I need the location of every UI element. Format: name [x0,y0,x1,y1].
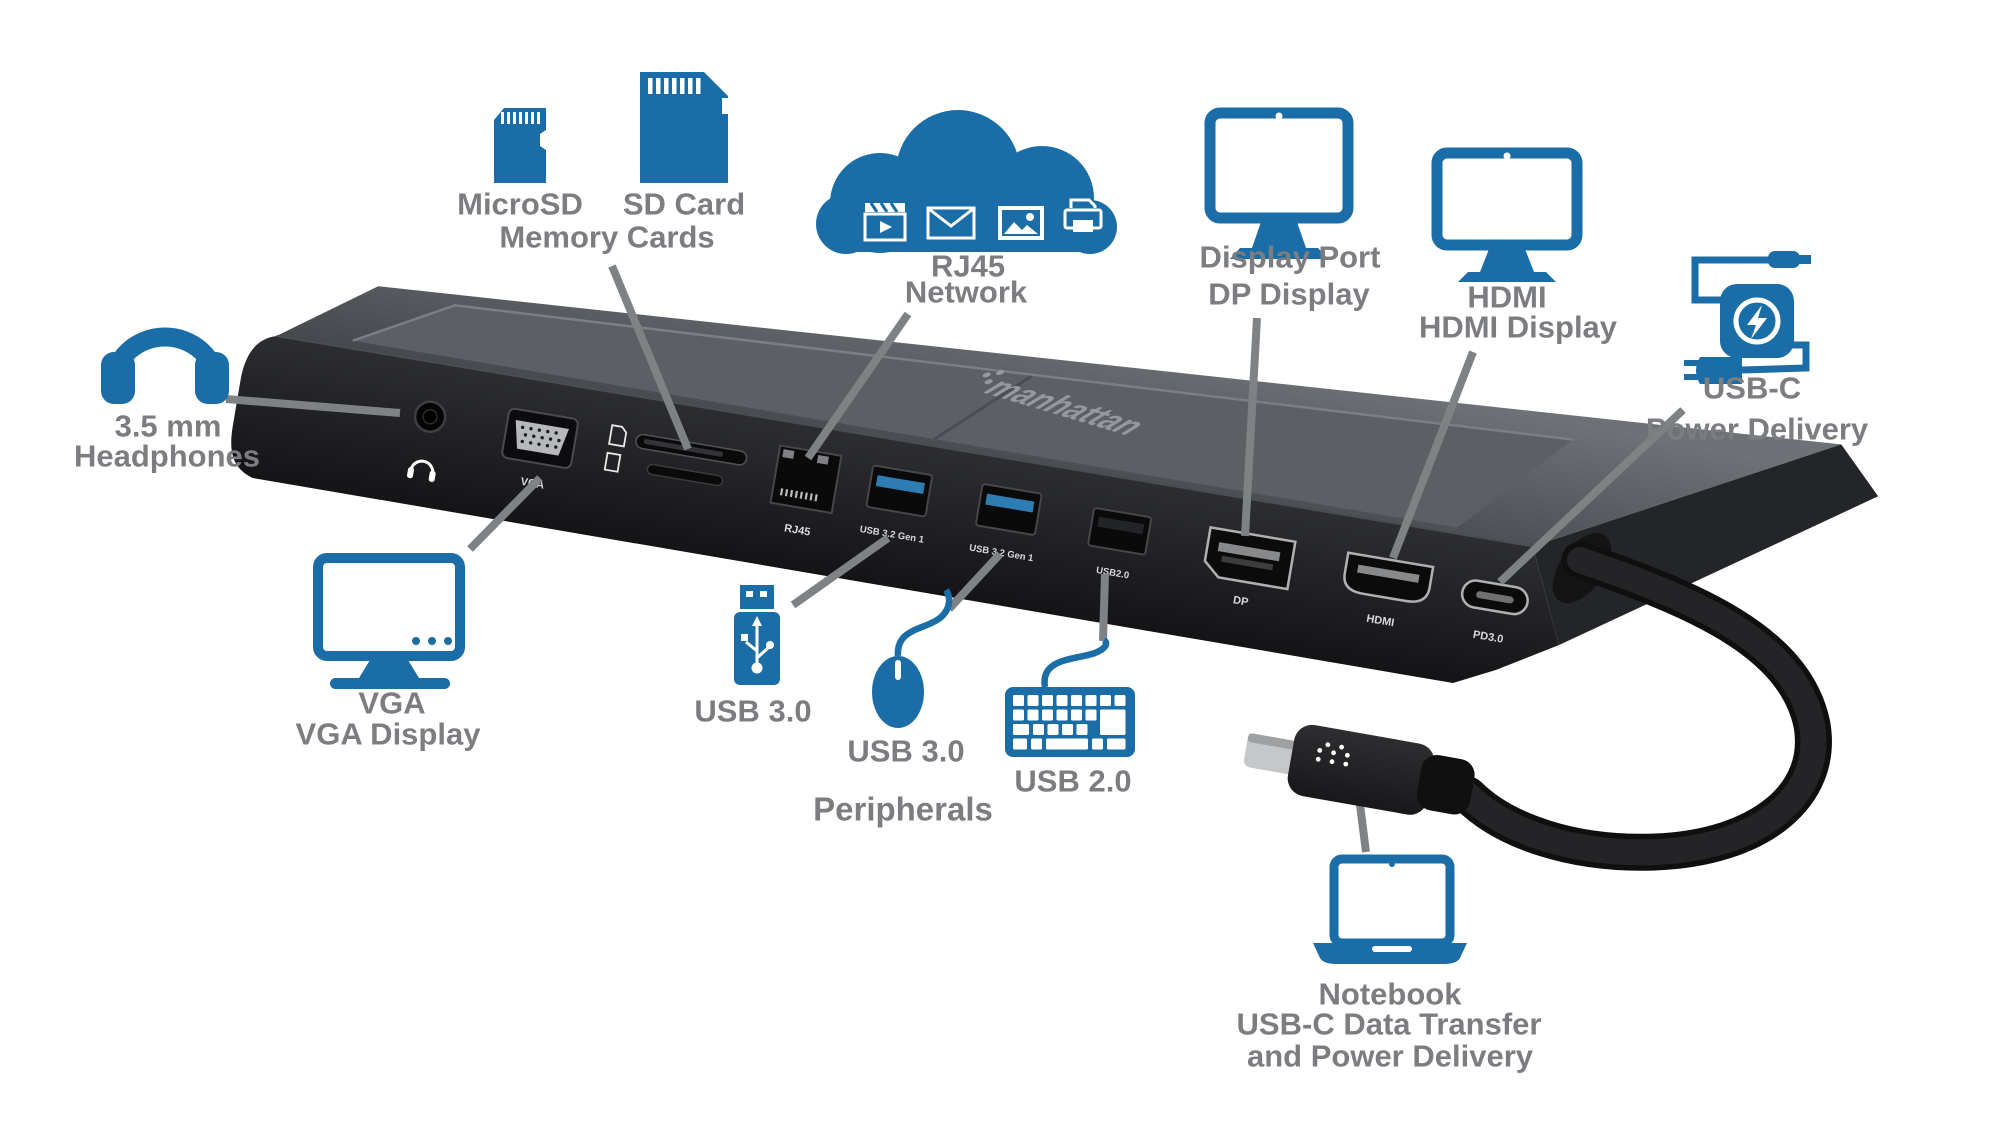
usbc-pd-port: PD3.0 [1460,579,1529,646]
callout-label-usb-c: USB-C [1702,370,1802,406]
usb-trident-glyph [741,616,774,674]
cloud-mail-icon [926,206,976,240]
callout-line-pd [1497,407,1686,585]
callout-label-peripherals: Peripherals [813,790,993,828]
cloud-print-icon [1063,198,1103,232]
usbc-plug-boot [1416,755,1475,815]
dock-lid-highlight [352,304,1574,441]
keyboard-icon [1005,637,1135,757]
callout-label-sd-card: SD Card [622,186,746,222]
callout-line-vga [467,475,543,552]
dp-port-label: DP [1232,594,1249,608]
callout-lines [225,264,1686,642]
hdmi-port-label: HDMI [1365,613,1395,630]
callout-label-rj45: RJ45 [930,248,1006,284]
cloud-network-icon [816,110,1117,254]
dp-monitor-icon [1204,107,1354,259]
headphones-icon [101,327,229,404]
callout-label-35mm: 3.5 mm [114,408,222,444]
rj45-port: RJ45 [769,444,843,539]
displayport-port: DP [1203,525,1297,609]
pd30-port-label: PD3.0 [1472,629,1504,646]
audio-jack-port [406,400,447,482]
callout-line-dp [1241,317,1261,537]
callout-label-hdmi: HDMI [1467,279,1547,315]
callout-label-display-port: Display Port [1199,239,1381,275]
callout-label-hdmi-display: HDMI Display [1418,309,1618,345]
manhattan-dots-logo [1315,742,1350,767]
card-reader-slots [603,424,748,487]
usb32-port-2: USB 3.2 Gen 1 [968,483,1043,564]
callout-line-usb-mouse [946,551,1003,612]
mouse-icon [872,588,953,728]
callout-line-rj45 [804,311,912,461]
callout-label-memory-cards: Memory Cards [499,219,715,255]
callout-label-vga: VGA [358,685,426,721]
usbc-plug [1243,724,1475,815]
usb32-port-1: USB 3.2 Gen 1 [859,464,933,546]
callout-line-headphones [225,395,401,417]
usb-flash-drive-icon [734,585,780,685]
callout-label-network: Network [904,274,1028,310]
callout-label-notebook: Notebook [1318,976,1462,1012]
dock-device: manhattan [231,286,1879,684]
callout-label-usb20-keyboard: USB 2.0 [1014,763,1132,799]
callout-label-microsd: MicroSD [457,186,583,222]
usbc-cable [1449,532,1832,871]
dock-front-edge [276,334,1534,548]
callout-line-memory-cards [608,264,692,451]
usbc-power-adapter-icon [1684,251,1811,384]
callout-label-usb30-mouse: USB 3.0 [847,733,965,769]
callout-line-hdmi [1389,350,1477,560]
usb20-port: USB2.0 [1087,507,1152,581]
microsd-slot-glyph-icon [603,451,622,473]
dock-end-facet [1532,444,1879,646]
sd-slot-glyph-icon [608,424,628,448]
sd-card-icon [640,72,728,183]
headphone-glyph-icon [406,459,436,482]
dock-lid-seam [933,375,1033,441]
microsd-card-slot [646,463,724,487]
callout-line-usb-flash [790,534,891,609]
callout-label-and-pd: and Power Delivery [1246,1038,1534,1074]
callout-line-usb-keyboard [1099,573,1109,642]
dock-lid [352,305,1574,528]
hdmi-port: HDMI [1343,551,1435,630]
vga-monitor-icon [313,553,465,689]
callout-label-dp-display: DP Display [1208,276,1370,312]
hdmi-monitor-icon [1431,147,1583,282]
usbc-plug-body [1287,724,1435,815]
callout-label-usbc-data: USB-C Data Transfer [1236,1006,1542,1042]
cloud-video-icon [863,202,907,242]
notebook-icon [1313,854,1467,964]
callout-label-power-delivery: Power Delivery [1645,411,1869,447]
microsd-card-icon [494,108,546,183]
callout-label-vga-display: VGA Display [295,716,481,752]
callout-label-headphones: Headphones [73,438,261,474]
cloud-photo-icon [998,206,1044,240]
callout-label-usb30-flash: USB 3.0 [694,693,812,729]
rj45-port-label: RJ45 [783,522,811,538]
